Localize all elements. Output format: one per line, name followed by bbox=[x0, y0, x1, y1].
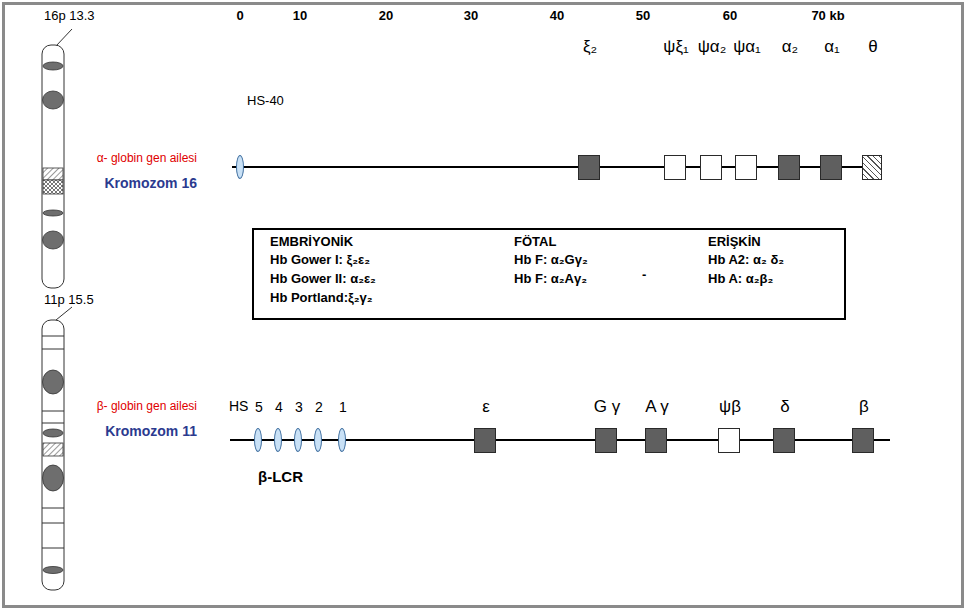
gene-label: β bbox=[859, 397, 869, 417]
gene-label: ψα₁ bbox=[733, 37, 761, 57]
gene-label: ε bbox=[482, 397, 490, 417]
gene-box: α₂ bbox=[778, 155, 800, 180]
site-label: 3 bbox=[295, 399, 303, 415]
scale-number: 10 bbox=[293, 9, 307, 24]
scale-number: 0 bbox=[236, 9, 243, 24]
hypersensitive-site: 1 bbox=[338, 428, 346, 452]
panel-text: EMBRİYONİK bbox=[270, 235, 353, 250]
panel-text: Hb A2: α₂ δ₂ bbox=[708, 253, 784, 268]
site-label: 5 bbox=[255, 399, 263, 415]
gene-box: α₁ bbox=[820, 155, 842, 180]
gene-label: δ bbox=[780, 397, 789, 417]
scale-number: 20 bbox=[379, 9, 393, 24]
gene-label: ψβ bbox=[719, 397, 741, 417]
pseudogene-box: ψα₁ bbox=[735, 155, 757, 180]
site-label: 4 bbox=[275, 399, 283, 415]
hypersensitive-site: 5 bbox=[254, 428, 262, 452]
gene-label: ξ₂ bbox=[583, 37, 597, 57]
panel-text: Hb F: α₂Aγ₂ bbox=[514, 272, 587, 287]
scale-number: 70 kb bbox=[811, 9, 844, 24]
gene-label: A γ bbox=[645, 397, 669, 417]
panel-text: FÖTAL bbox=[514, 235, 556, 250]
panel-text: Hb A: α₂β₂ bbox=[708, 272, 773, 287]
panel-text: - bbox=[642, 268, 646, 283]
panel-text: Hb Gower I: ξ₂ε₂ bbox=[270, 253, 370, 268]
gene-box: G γ bbox=[595, 428, 617, 453]
gene-box: ξ₂ bbox=[578, 155, 600, 180]
panel-text: Hb Portland:ξ₂γ₂ bbox=[270, 291, 373, 306]
hypersensitive-site: 3 bbox=[294, 428, 302, 452]
band-label: 11p 15.5 bbox=[44, 293, 94, 308]
scale-number: 30 bbox=[464, 9, 478, 24]
chromosome-16 bbox=[42, 29, 72, 288]
gene-label: ψα₂ bbox=[698, 37, 727, 57]
hypersensitive-site: HS-40 bbox=[236, 155, 244, 179]
gene-box: ε bbox=[474, 428, 496, 453]
scale-number: 50 bbox=[636, 9, 650, 24]
band-label: 16p 13.3 bbox=[44, 9, 95, 24]
site-label: 1 bbox=[339, 399, 347, 415]
chromosome-label: Kromozom 11 bbox=[105, 423, 197, 439]
region-label: β-LCR bbox=[258, 468, 303, 485]
scale-number: 40 bbox=[550, 9, 564, 24]
gene-label: θ bbox=[868, 37, 877, 57]
gene-box-hatched: θ bbox=[862, 155, 882, 180]
scale-number: 60 bbox=[723, 9, 737, 24]
panel-text: ERİŞKİN bbox=[708, 235, 761, 250]
site-label: HS-40 bbox=[247, 94, 284, 109]
gene-box: δ bbox=[773, 428, 795, 453]
panel-text: Hb Gower II: α₂ε₂ bbox=[270, 272, 376, 287]
hypersensitive-site: 4 bbox=[274, 428, 282, 452]
chromosome-label: Kromozom 16 bbox=[104, 175, 197, 191]
gene-box: A γ bbox=[645, 428, 667, 453]
family-label: α- globin gen ailesi bbox=[97, 152, 197, 166]
gene-label: α₂ bbox=[782, 37, 798, 57]
family-label: β- globin gen ailesi bbox=[97, 400, 197, 414]
gene-label: ψξ₁ bbox=[663, 37, 688, 57]
pseudogene-box: ψα₂ bbox=[700, 155, 722, 180]
hemoglobin-panel: EMBRİYONİK Hb Gower I: ξ₂ε₂ Hb Gower II: α… bbox=[252, 228, 846, 320]
site-label: 2 bbox=[315, 399, 323, 415]
pseudogene-box: ψβ bbox=[718, 428, 740, 453]
gene-label: α₁ bbox=[824, 37, 840, 57]
site-label: HS bbox=[229, 398, 248, 414]
gene-label: G γ bbox=[594, 397, 620, 417]
gene-box: β bbox=[852, 428, 874, 453]
chromosome-11 bbox=[42, 307, 72, 590]
hypersensitive-site: 2 bbox=[314, 428, 322, 452]
panel-text: Hb F: α₂Gγ₂ bbox=[514, 253, 588, 268]
pseudogene-box: ψξ₁ bbox=[664, 155, 686, 180]
